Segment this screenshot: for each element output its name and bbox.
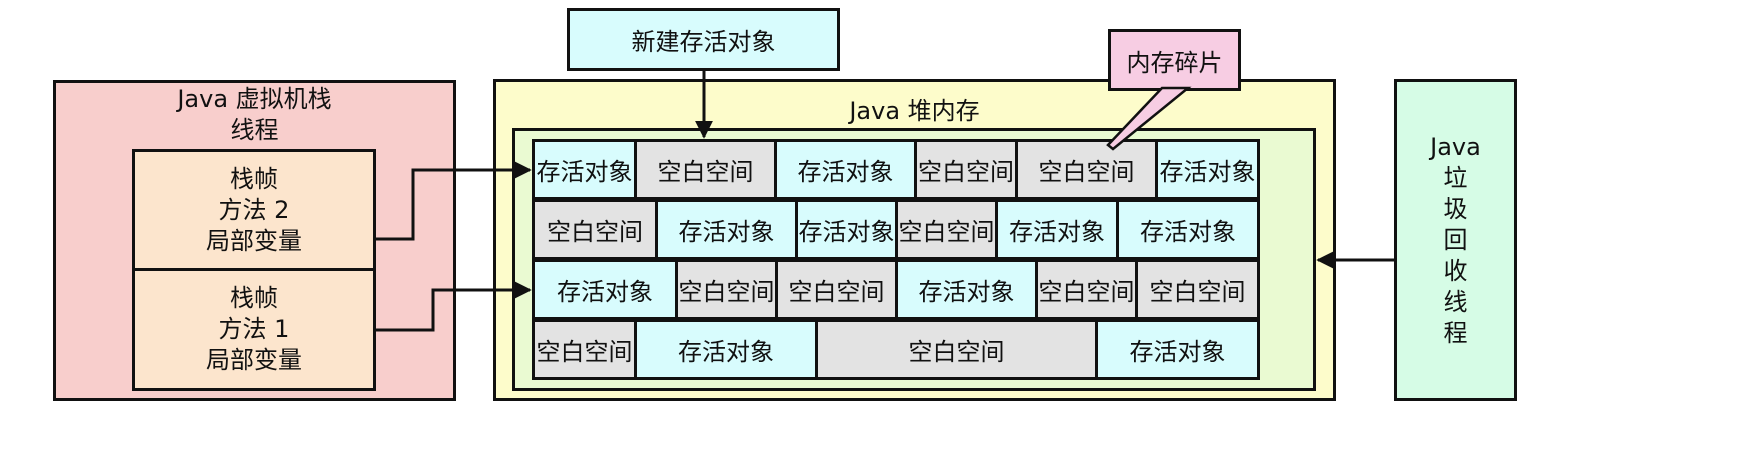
new-alive-object-label: 新建存活对象 — [631, 28, 776, 56]
stack-frame-method: 方法 2 — [218, 195, 290, 224]
free-space-cell: 空白空间 — [914, 139, 1018, 200]
free-space-cell: 空白空间 — [532, 319, 637, 380]
java-vm-stack-title-line1: Java 虚拟机栈 — [177, 85, 332, 113]
alive-object-cell: 存活对象 — [634, 319, 818, 380]
free-space-cell: 空白空间 — [895, 199, 998, 260]
alive-object-cell: 存活对象 — [1155, 139, 1260, 200]
gc-thread-char: 线 — [1443, 287, 1468, 316]
stack-frame-method-2: 栈帧 方法 2 局部变量 — [132, 149, 376, 271]
stack-frame-method: 方法 1 — [218, 315, 290, 343]
alive-object-cell: 存活对象 — [532, 139, 637, 200]
free-space-cell: 空白空间 — [1135, 259, 1260, 320]
gc-thread-char: 收 — [1443, 256, 1468, 285]
alive-object-cell: 存活对象 — [1116, 199, 1260, 260]
free-space-cell: 空白空间 — [675, 259, 778, 320]
stack-frame-method-1: 栈帧 方法 1 局部变量 — [132, 268, 376, 391]
stack-frame-locals: 局部变量 — [206, 226, 302, 255]
java-vm-stack-title: Java 虚拟机栈 线程 — [53, 84, 456, 146]
free-space-cell: 空白空间 — [1015, 139, 1158, 200]
free-space-cell: 空白空间 — [815, 319, 1098, 380]
stack-frame-label: 栈帧 — [230, 164, 278, 193]
alive-object-cell: 存活对象 — [774, 139, 917, 200]
gc-thread-char: Java — [1430, 132, 1481, 161]
free-space-cell: 空白空间 — [775, 259, 898, 320]
stack-frame-label: 栈帧 — [230, 284, 278, 312]
free-space-cell: 空白空间 — [1035, 259, 1138, 320]
alive-object-cell: 存活对象 — [532, 259, 678, 320]
gc-thread: Java 垃 圾 回 收 线 程 — [1394, 79, 1517, 401]
java-vm-stack-title-line2: 线程 — [230, 116, 279, 144]
gc-thread-char: 程 — [1443, 318, 1468, 347]
alive-object-cell: 存活对象 — [995, 199, 1119, 260]
free-space-cell: 空白空间 — [532, 199, 658, 260]
stack-frame-locals: 局部变量 — [206, 346, 302, 374]
free-space-cell: 空白空间 — [634, 139, 777, 200]
gc-thread-char: 圾 — [1443, 194, 1468, 223]
alive-object-cell: 存活对象 — [795, 199, 898, 260]
gc-thread-char: 回 — [1443, 225, 1468, 254]
new-alive-object-box: 新建存活对象 — [567, 8, 840, 71]
memory-fragment-callout: 内存碎片 — [1108, 29, 1241, 91]
alive-object-cell: 存活对象 — [895, 259, 1038, 320]
java-heap-title: Java 堆内存 — [849, 97, 980, 125]
gc-thread-char: 垃 — [1443, 163, 1468, 192]
alive-object-cell: 存活对象 — [655, 199, 798, 260]
memory-fragment-label: 内存碎片 — [1126, 48, 1223, 77]
alive-object-cell: 存活对象 — [1095, 319, 1260, 380]
